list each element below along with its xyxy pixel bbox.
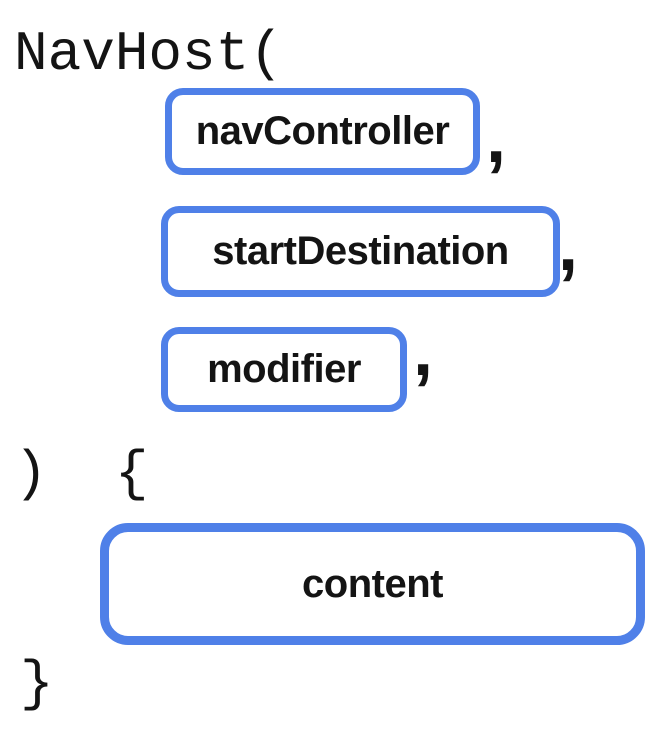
param-label-navcontroller: navController (195, 109, 450, 153)
code-close-brace: } (20, 652, 54, 716)
content-slot-box: content (100, 523, 645, 645)
param-box-modifier: modifier (161, 327, 407, 412)
comma-after-navcontroller: , (486, 98, 507, 178)
param-box-startdestination: startDestination (161, 206, 560, 297)
comma-after-modifier: , (413, 311, 434, 391)
code-close-paren-open-brace: ) { (14, 442, 149, 506)
code-navhost-open: NavHost( (14, 22, 283, 86)
param-label-startdestination: startDestination (212, 229, 509, 273)
param-label-modifier: modifier (207, 347, 361, 391)
param-box-navcontroller: navController (165, 88, 480, 175)
comma-after-startdestination: , (558, 206, 579, 286)
content-slot-label: content (302, 561, 443, 606)
